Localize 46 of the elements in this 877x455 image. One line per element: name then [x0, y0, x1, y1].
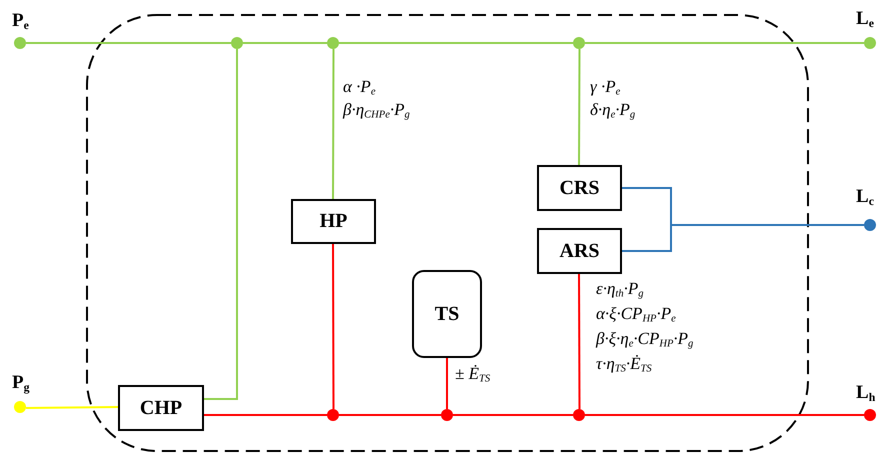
junction-dot — [231, 37, 243, 49]
flow-formula: ε·η$_{th}$·P$_{g}$ — [596, 279, 644, 299]
connector-line — [446, 358, 448, 409]
unit-box: CRS — [537, 165, 622, 211]
terminal-dot — [864, 37, 876, 49]
connector-line — [332, 49, 334, 199]
junction-dot — [573, 409, 585, 421]
connector-line — [578, 49, 580, 165]
connector-line — [339, 42, 573, 44]
connector-line — [585, 414, 864, 416]
connector-line — [26, 42, 231, 44]
unit-box: CHP — [118, 385, 204, 431]
storage-box: TS — [412, 270, 482, 358]
connector-line — [204, 49, 238, 400]
flow-formula: α ·P$_{e}$ — [343, 77, 376, 97]
junction-dot — [327, 409, 339, 421]
junction-dot — [573, 37, 585, 49]
connector-line — [585, 42, 864, 44]
terminal-dot — [864, 219, 876, 231]
terminal-label: P$_{e}$ — [12, 10, 29, 32]
flow-formula: δ·η$_{e}$·P$_{g}$ — [590, 100, 636, 120]
flow-formula: β·η$_{CHPe}$·P$_{g}$ — [343, 100, 410, 120]
connector-line — [204, 414, 327, 416]
connector-line — [339, 414, 441, 416]
junction-dot — [327, 37, 339, 49]
terminal-label: L$_{c}$ — [856, 186, 874, 208]
terminal-dot — [14, 401, 26, 413]
flow-formula: α·ξ·CP$_{HP}$·P$_{e}$ — [596, 304, 676, 324]
connector-line — [453, 414, 573, 416]
terminal-label: P$_{g}$ — [12, 372, 30, 394]
terminal-label: L$_{h}$ — [856, 382, 876, 404]
terminal-label: L$_{e}$ — [856, 8, 874, 30]
unit-box: HP — [291, 199, 376, 244]
flow-formula: γ ·P$_{e}$ — [590, 77, 620, 97]
connector-line — [622, 224, 864, 252]
terminal-dot — [864, 409, 876, 421]
unit-box: ARS — [537, 228, 622, 274]
connector-line — [332, 244, 334, 409]
junction-dot — [441, 409, 453, 421]
flow-formula: β·ξ·η$_{e}$·CP$_{HP}$·P$_{g}$ — [596, 329, 694, 349]
connector-line — [578, 274, 580, 409]
flow-formula: ± Ė$_{TS}$ — [455, 364, 490, 384]
connector-line — [243, 42, 327, 44]
terminal-dot — [14, 37, 26, 49]
connector-line — [26, 406, 118, 409]
flow-formula: τ·η$_{TS}$·Ė$_{TS}$ — [596, 354, 652, 374]
